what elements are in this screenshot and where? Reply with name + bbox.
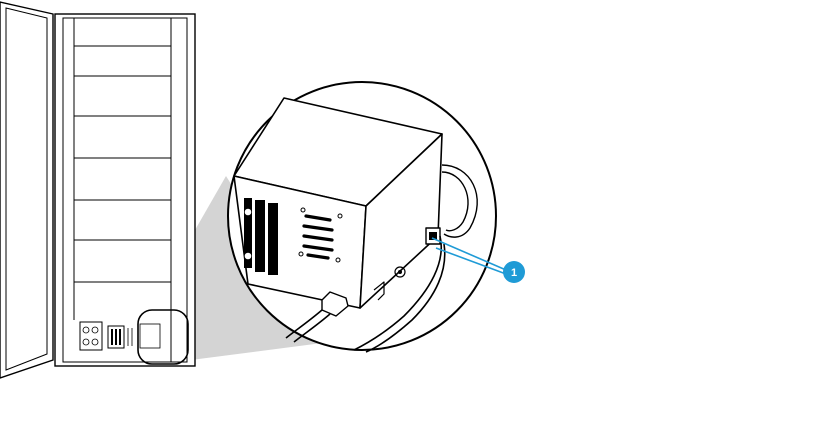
rack-cabinet — [55, 14, 195, 366]
rack-door — [0, 2, 53, 378]
callout-marker-1[interactable]: 1 — [503, 261, 525, 283]
callout-number: 1 — [511, 267, 517, 279]
